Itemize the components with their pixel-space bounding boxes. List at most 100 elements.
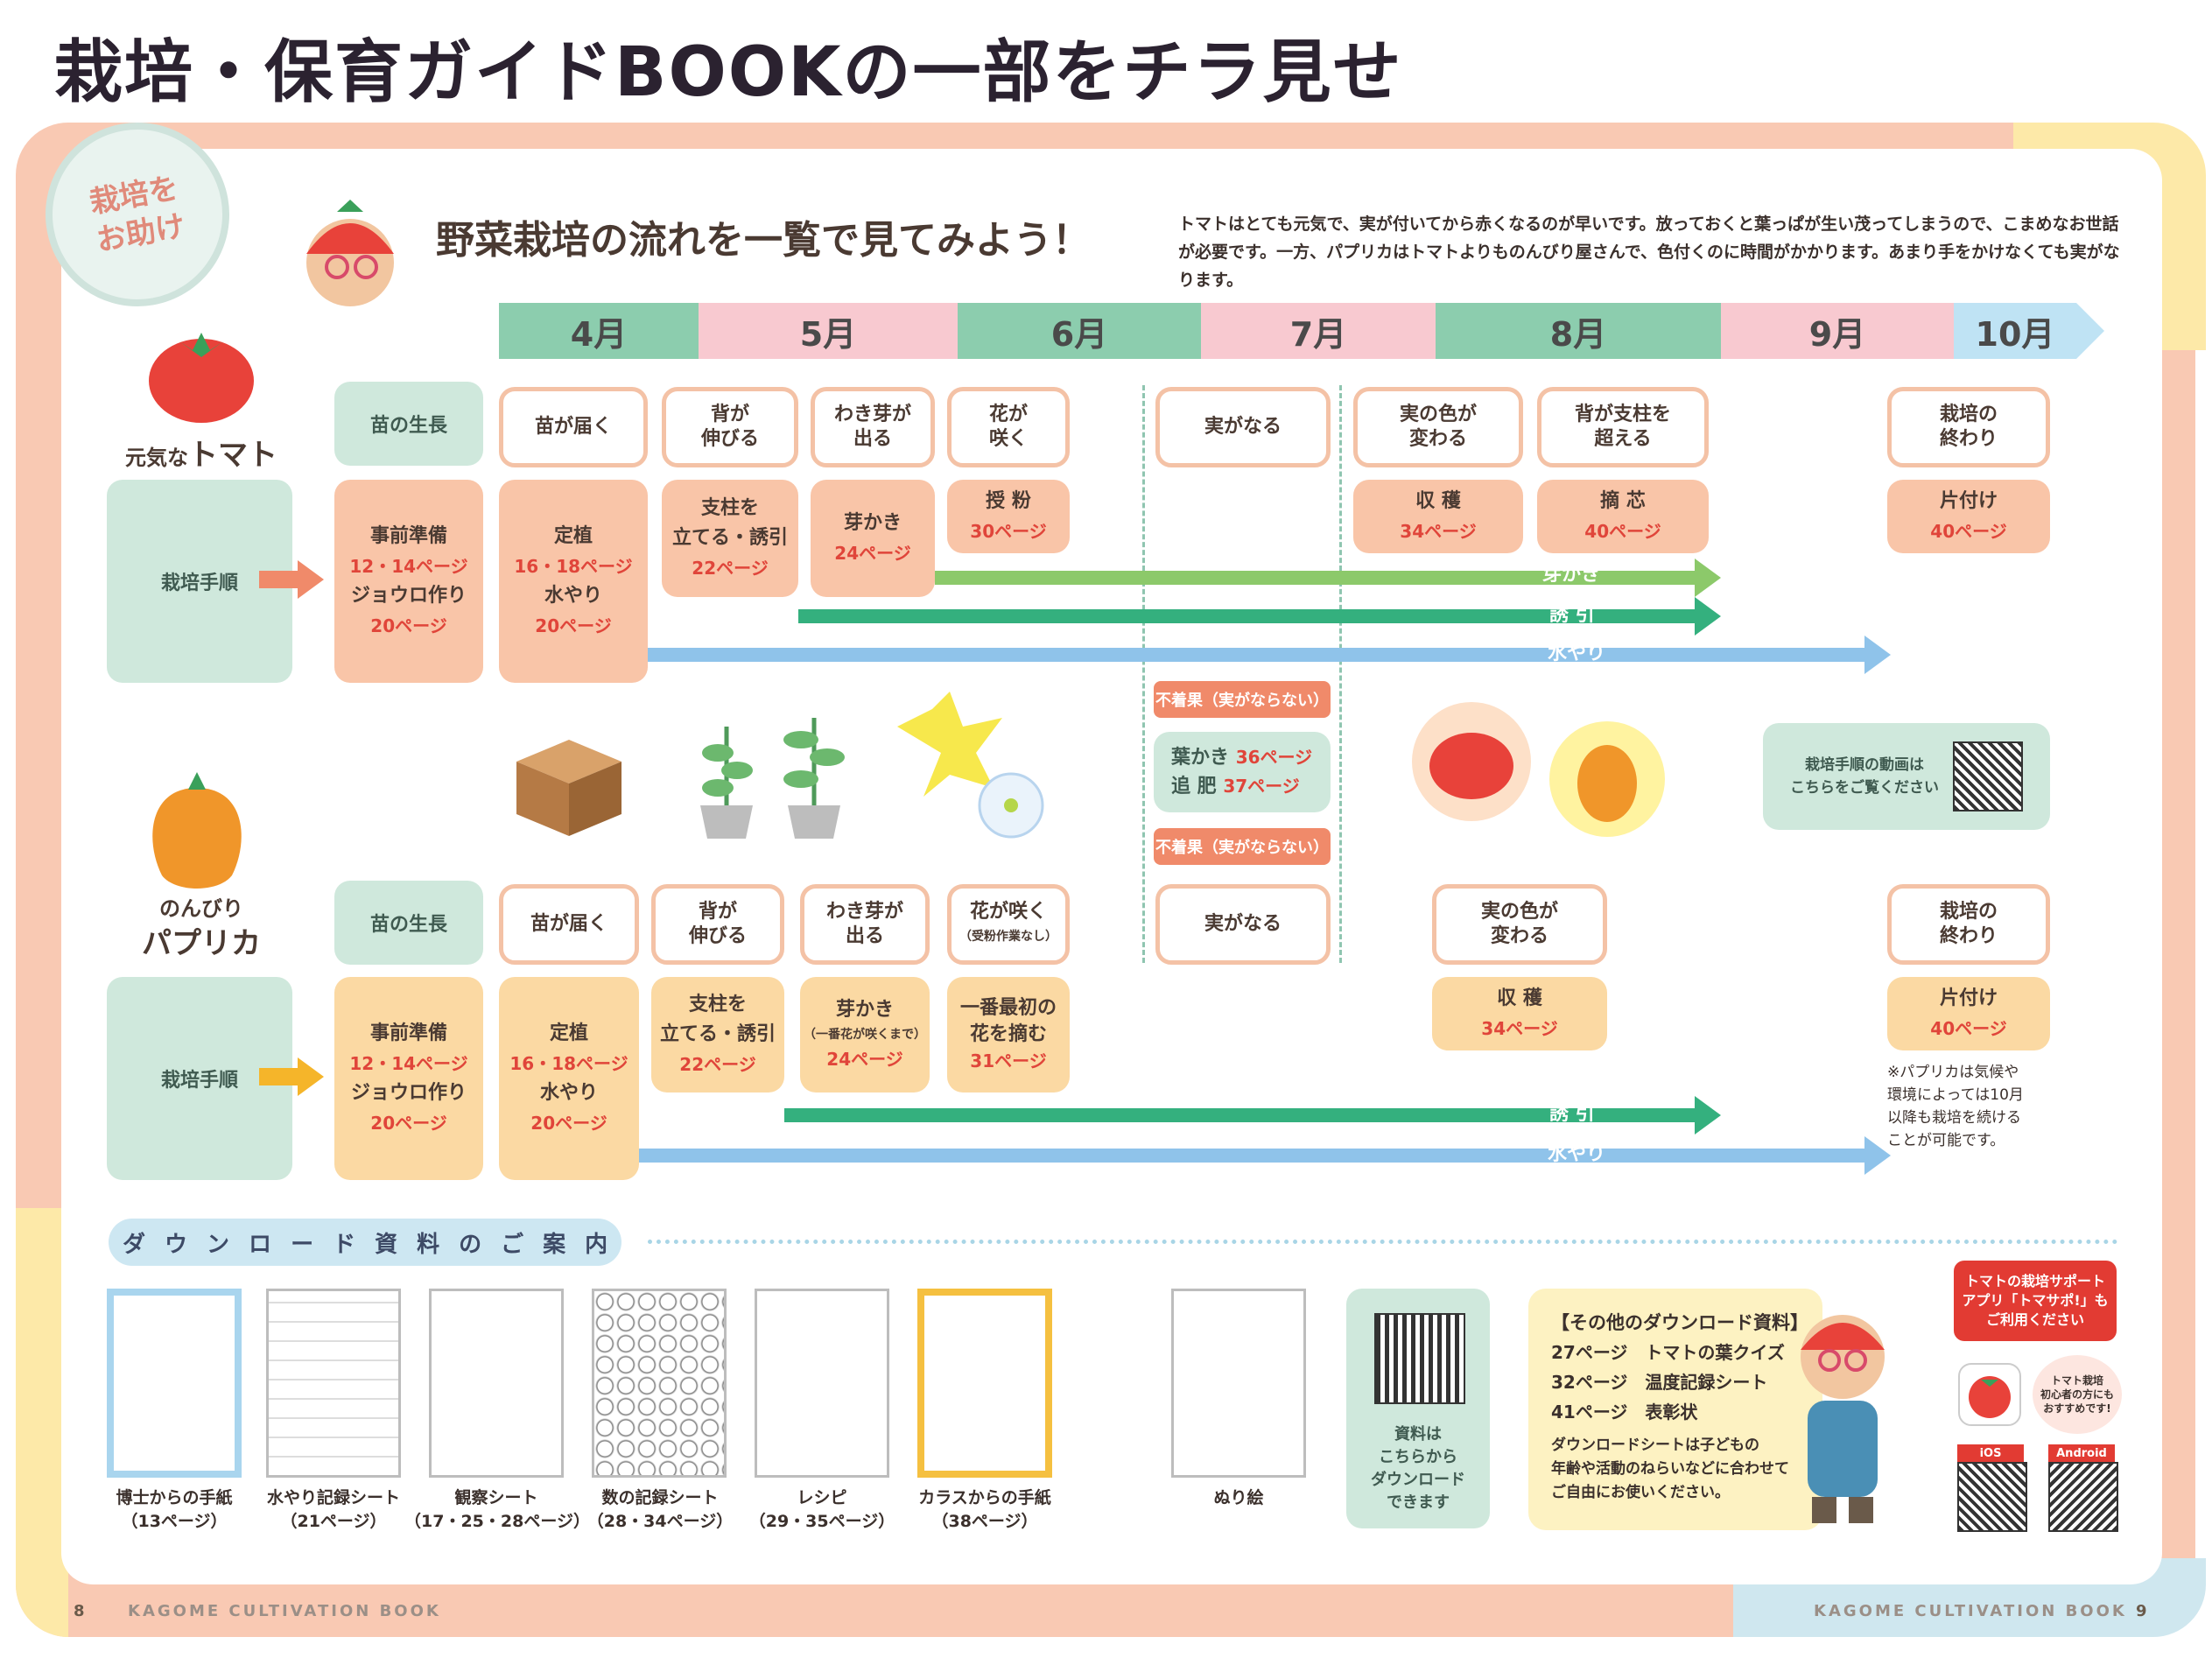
tomato-growth-label: 苗の生長	[334, 382, 483, 466]
tomato-name: 元気なトマト	[125, 438, 277, 473]
footer-text-right: KAGOME CULTIVATION BOOK	[1814, 1602, 2127, 1620]
paprika-event: 花が咲く（受粉作業なし）	[947, 884, 1070, 965]
android-label: Android	[2048, 1444, 2115, 1462]
timeline-bar-label: 誘 引	[1549, 1103, 1595, 1125]
tomato-event: 実がなる	[1155, 387, 1331, 467]
android-qr-code[interactable]	[2048, 1462, 2118, 1532]
tomato-icon	[149, 333, 254, 423]
paprika-name: のんびりパプリカ	[142, 896, 261, 961]
app-bubble: トマト栽培 初心者の方にも おすすめです!	[2033, 1355, 2122, 1434]
other-downloads-box: 【その他のダウンロード資料】 27ページ トマトの葉クイズ 32ページ 温度記録…	[1528, 1289, 1822, 1530]
paprika-event: 背が 伸びる	[651, 884, 784, 965]
tomato-event: 実の色が 変わる	[1353, 387, 1523, 467]
download-sheet-thumbnail[interactable]	[266, 1289, 401, 1478]
tomato-event: 花が 咲く	[947, 387, 1070, 467]
tomato-event: 苗が届く	[499, 387, 648, 467]
box-icon	[516, 740, 621, 836]
tomato-event: 栽培の 終わり	[1887, 387, 2050, 467]
month-may: 5月	[699, 303, 958, 359]
tomato-event: 背が支柱を 超える	[1537, 387, 1709, 467]
month-jun: 6月	[958, 303, 1201, 359]
download-sheet-caption: レシピ（29・35ページ）	[748, 1488, 895, 1531]
flower-icon	[897, 692, 1044, 839]
arrow-right-icon	[259, 560, 324, 599]
page-title: 栽培・保育ガイドBOOKの一部をチラ見せ	[54, 33, 1403, 112]
page-number-left: 8	[74, 1602, 88, 1620]
download-qr-box: 資料は こちらから ダウンロード できます	[1346, 1289, 1490, 1528]
timeline-bar-label: 芽かき	[1542, 564, 1601, 586]
download-sheet-thumbnail[interactable]	[592, 1289, 727, 1478]
timeline-bar-watering	[639, 1136, 1891, 1175]
tomato-event: わき芽が 出る	[811, 387, 935, 467]
timeline-bar-label: 誘 引	[1549, 604, 1595, 626]
month-aug: 8月	[1436, 303, 1721, 359]
divider	[1142, 385, 1145, 963]
qr-code[interactable]	[1953, 741, 2023, 811]
month-header: 4月 5月 6月 7月 8月 9月 10月	[499, 303, 2104, 359]
month-sep: 9月	[1721, 303, 1954, 359]
tomato-event: 背が 伸びる	[662, 387, 798, 467]
intro-text: トマトはとても元気で、実が付いてから赤くなるのが早いです。放っておくと葉っぱが生…	[1178, 214, 2120, 290]
character-head-icon	[306, 200, 394, 306]
download-sheet-caption: カラスからの手紙（38ページ）	[918, 1488, 1051, 1531]
download-sheet-caption: 数の記録シート（28・34ページ）	[586, 1488, 734, 1531]
month-oct: 10月	[1954, 303, 2076, 359]
dotted-rule	[648, 1240, 2118, 1244]
paprika-event: 実の色が 変わる	[1432, 884, 1607, 965]
timeline-bar-tying	[798, 597, 1721, 636]
timeline-bar-pruning	[935, 559, 1721, 597]
ios-qr-code[interactable]	[1957, 1462, 2027, 1532]
ios-label: iOS	[1957, 1444, 2024, 1462]
page-number-right: 9	[2136, 1602, 2150, 1620]
download-sheet-thumbnail[interactable]	[107, 1289, 242, 1478]
month-jul: 7月	[1201, 303, 1436, 359]
arrow-right-icon	[259, 1057, 324, 1096]
timeline-bar-watering	[648, 636, 1891, 674]
timeline-bar-tying	[784, 1096, 1721, 1135]
paprika-event: わき芽が 出る	[800, 884, 930, 965]
paprika-icon	[152, 772, 242, 889]
download-sheet-caption: 観察シート（17・25・28ページ）	[404, 1488, 590, 1531]
leaf-fert-box: 葉かき 36ページ 追 肥 37ページ	[1154, 732, 1331, 812]
paprika-event: 栽培の 終わり	[1887, 884, 2050, 965]
footer-text-left: KAGOME CULTIVATION BOOK	[128, 1602, 441, 1620]
download-sheet-thumbnail[interactable]	[429, 1289, 564, 1478]
frame-accent	[16, 1208, 68, 1637]
month-apr: 4月	[499, 303, 699, 359]
qr-code[interactable]	[1374, 1313, 1465, 1404]
download-sheet-thumbnail[interactable]	[917, 1289, 1052, 1478]
month-arrow	[2076, 303, 2104, 359]
paprika-note: ※パプリカは気候や 環境によっては10月 以降も栽培を続ける ことが可能です。	[1887, 1064, 2024, 1149]
download-sheet-thumbnail[interactable]	[1171, 1289, 1306, 1478]
divider	[1339, 385, 1342, 963]
paprika-step: 芽かき（一番花が咲くまで）24ページ	[800, 977, 930, 1092]
download-heading: ダウンロード資料のご案内	[109, 1219, 622, 1266]
paprika-event: 実がなる	[1155, 884, 1331, 965]
app-icon[interactable]	[1957, 1362, 2022, 1427]
timeline-bar-label: 水やり	[1548, 643, 1606, 664]
video-box: 栽培手順の動画は こちらをご覧ください	[1763, 723, 2050, 830]
paprika-event: 苗が届く	[499, 884, 639, 965]
download-sheet-caption: 水やり記録シート（21ページ）	[266, 1488, 400, 1531]
colored-fruits-icon	[1412, 702, 1665, 837]
timeline-bar-label: 水やり	[1548, 1143, 1606, 1165]
app-banner[interactable]: トマトの栽培サポート アプリ「トマサポ!」も ご利用ください	[1954, 1261, 2117, 1341]
section-heading: 野菜栽培の流れを一覧で見てみよう！	[436, 218, 1091, 263]
seedling-icon	[700, 718, 845, 839]
download-sheet-caption: ぬり絵	[1213, 1488, 1264, 1507]
download-sheet-caption: 博士からの手紙（13ページ）	[116, 1488, 233, 1531]
paprika-growth-label: 苗の生長	[334, 881, 483, 965]
download-sheet-thumbnail[interactable]	[755, 1289, 889, 1478]
